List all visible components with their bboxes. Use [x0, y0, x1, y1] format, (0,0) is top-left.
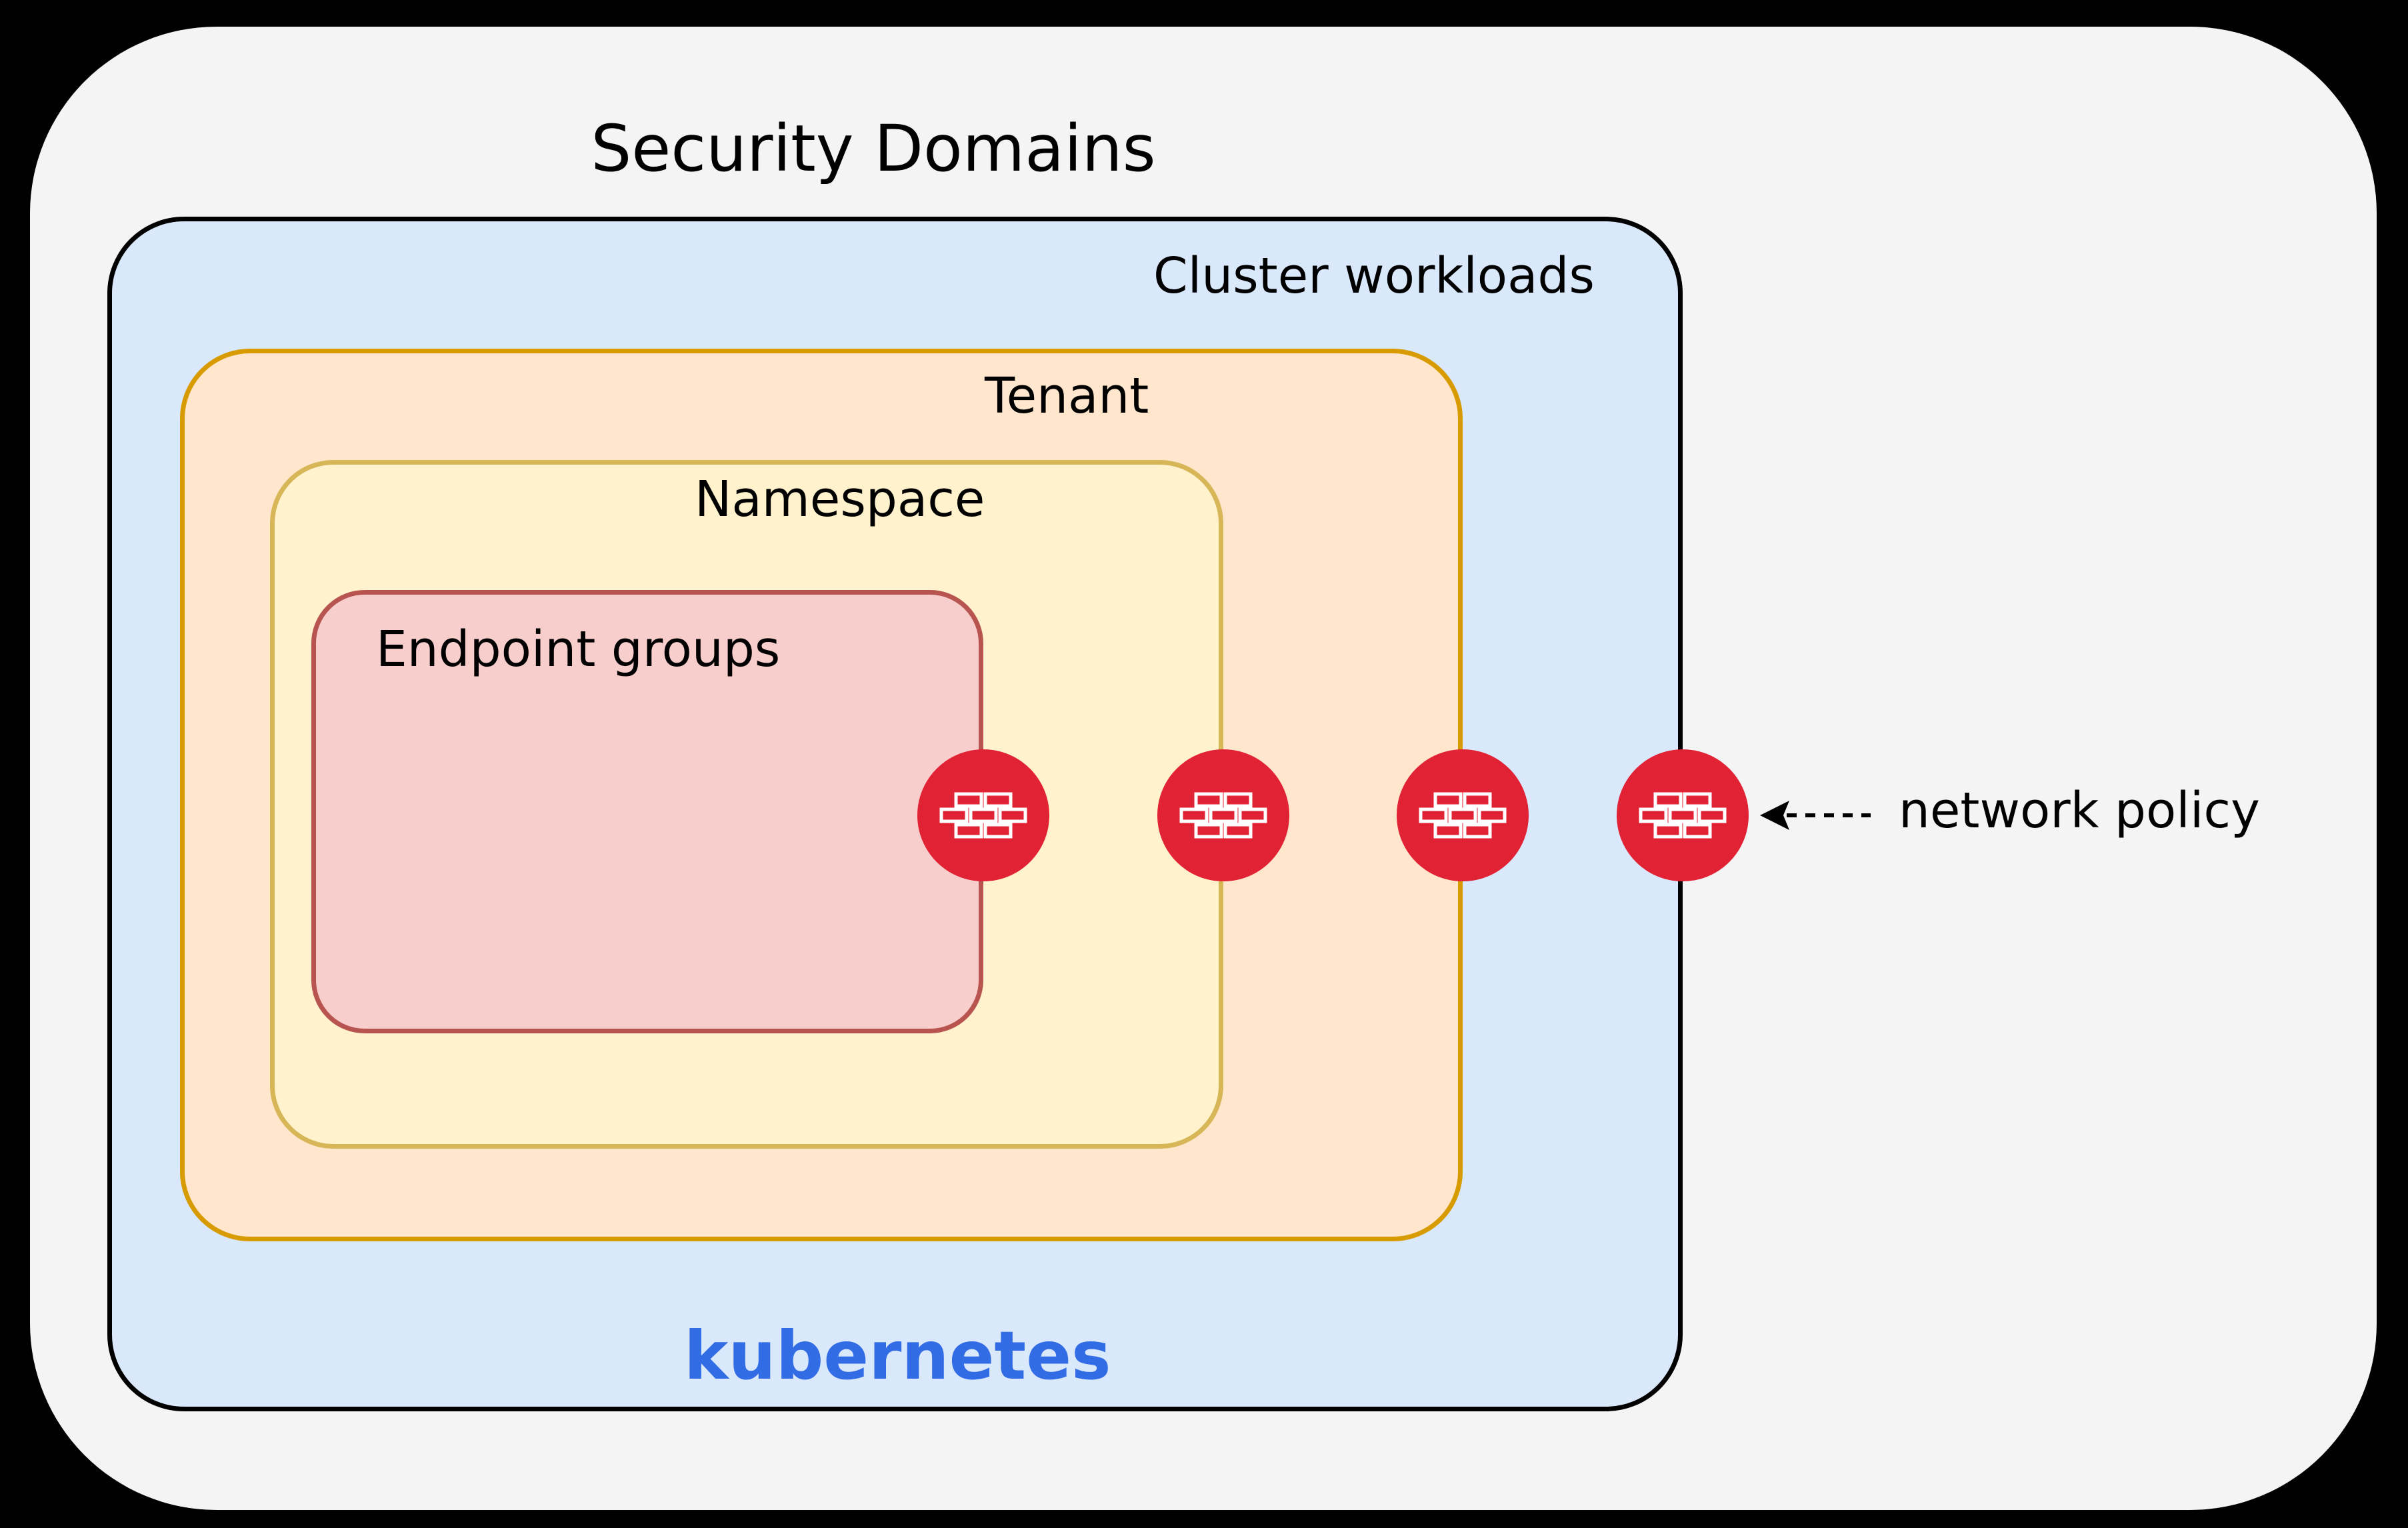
diagram-title: Security Domains [591, 111, 1156, 186]
brick-wall-icon [1179, 792, 1267, 839]
brick-wall-icon [939, 792, 1027, 839]
firewall-icon-endpoint-boundary [917, 749, 1049, 881]
domain-label-cluster-workloads: Cluster workloads [1153, 247, 1595, 305]
kubernetes-label: kubernetes [684, 1317, 1111, 1395]
domain-label-namespace: Namespace [695, 471, 985, 528]
domain-label-endpoint-groups: Endpoint groups [376, 621, 781, 678]
domain-label-tenant: Tenant [985, 367, 1149, 425]
firewall-icon-namespace-boundary [1157, 749, 1289, 881]
brick-wall-icon [1419, 792, 1507, 839]
firewall-icon-cluster-boundary [1617, 749, 1749, 881]
network-policy-arrow [1760, 801, 1871, 830]
firewall-icon-tenant-boundary [1397, 749, 1529, 881]
domain-box-endpoint-groups [311, 590, 983, 1033]
brick-wall-icon [1639, 792, 1727, 839]
network-policy-label: network policy [1899, 782, 2260, 839]
